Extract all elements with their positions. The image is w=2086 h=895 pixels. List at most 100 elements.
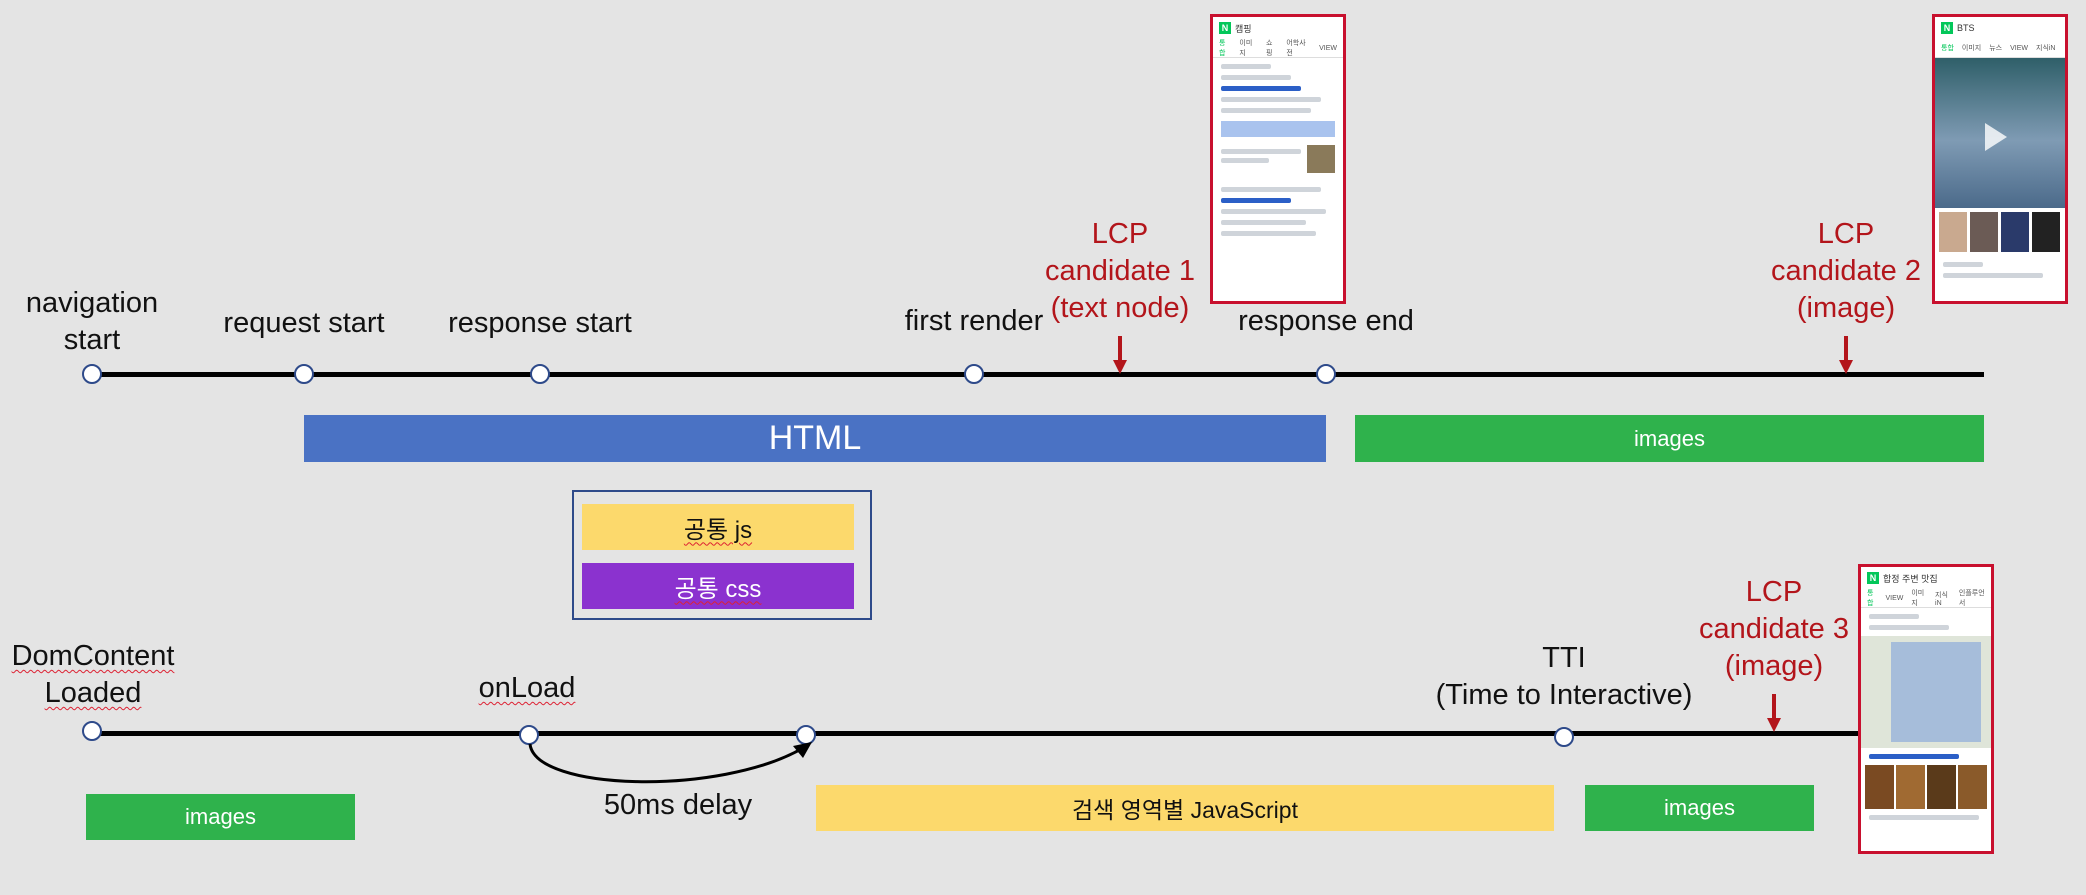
thumb-photo <box>1927 765 1956 809</box>
thumb-header: N 캠핑 <box>1213 17 1343 39</box>
thumb-text-line <box>1869 815 1979 820</box>
thumb-tab: 통합 <box>1219 40 1226 57</box>
thumb-text-line <box>1221 97 1321 102</box>
thumb-header: N 합정 주변 맛집 <box>1861 567 1991 589</box>
search-js-bar: 검색 영역별 JavaScript <box>816 785 1554 831</box>
marker-response-start <box>530 364 550 384</box>
thumb-tab: 지식iN <box>1935 591 1948 607</box>
lcp-candidate-3-screenshot: N 합정 주변 맛집 통합 VIEW 이미지 지식iN 인플루언서 <box>1858 564 1994 854</box>
thumb-text-line <box>1221 108 1311 113</box>
thumb-text-line <box>1221 64 1271 69</box>
thumb-tab: 인플루언서 <box>1958 590 1985 607</box>
delay-label: 50ms delay <box>603 789 753 821</box>
thumb-avatars <box>1935 208 2065 256</box>
thumb-tab: 지식iN <box>2036 45 2056 52</box>
marker-request-start <box>294 364 314 384</box>
label-line: LCP <box>1817 218 1875 250</box>
marker-dom-content-loaded <box>82 721 102 741</box>
common-css-text: 공통 css <box>674 575 762 603</box>
marker-onload <box>519 725 539 745</box>
label-line: onLoad <box>452 670 602 707</box>
delay-arc <box>528 742 812 784</box>
label-line: (text node) <box>1050 292 1190 324</box>
thumb-tab: VIEW <box>1885 594 1904 602</box>
common-css-bar: 공통 css <box>582 563 854 609</box>
images-bar-bottom-left: images <box>86 794 355 840</box>
thumb-photo <box>1958 765 1987 809</box>
thumb-text-line <box>1221 158 1269 163</box>
marker-tti <box>1554 727 1574 747</box>
thumb-query: 합정 주변 맛집 <box>1883 573 1938 584</box>
thumb-avatar <box>1970 212 1998 252</box>
label-navigation-start: navigation start <box>12 285 172 359</box>
thumb-text-line <box>1221 209 1326 214</box>
thumb-tab: 쇼핑 <box>1265 40 1273 57</box>
thumb-tabs: 통합 VIEW 이미지 지식iN 인플루언서 <box>1861 589 1991 608</box>
thumb-tab: 이미지 <box>1961 45 1982 52</box>
thumb-text-line <box>1943 273 2043 278</box>
lcp-candidate-2-arrow <box>1839 336 1853 374</box>
thumb-avatar <box>2032 212 2060 252</box>
label-line: (image) <box>1724 650 1824 682</box>
thumb-text-line <box>1869 614 1919 619</box>
thumb-photo <box>1896 765 1925 809</box>
thumb-image <box>1307 145 1335 173</box>
images-bar-bottom-right: images <box>1585 785 1814 831</box>
common-css-label: 공통 css <box>675 569 762 604</box>
label-line-text: onLoad <box>478 672 576 704</box>
thumb-query: BTS <box>1957 23 1975 33</box>
images-bar-bottom-right-label: images <box>1664 795 1735 820</box>
thumb-link-line <box>1221 86 1301 91</box>
thumb-tab: 통합 <box>1867 590 1874 607</box>
thumb-tab: 통합 <box>1941 45 1954 52</box>
label-line: LCP <box>1745 576 1803 608</box>
common-js-text: 공통 js <box>683 516 753 544</box>
naver-logo-icon: N <box>1941 22 1953 34</box>
html-bar: HTML <box>304 415 1326 462</box>
images-bar-top: images <box>1355 415 1984 462</box>
thumb-query: 캠핑 <box>1235 23 1252 34</box>
thumb-text-line <box>1221 231 1316 236</box>
common-resources-frame <box>572 490 872 620</box>
label-line: candidate 2 <box>1771 255 1921 287</box>
label-dom-content-loaded: DomContent Loaded <box>0 638 186 712</box>
lcp-candidate-1-arrow <box>1113 336 1127 374</box>
common-js-label: 공통 js <box>684 510 752 545</box>
label-line: first render <box>904 305 1044 337</box>
lcp-candidate-3-label: LCP candidate 3 (image) <box>1682 574 1866 685</box>
label-line: response end <box>1238 305 1414 337</box>
label-line: Loaded <box>0 675 186 712</box>
thumb-text-line <box>1943 262 1983 267</box>
marker-response-end <box>1316 364 1336 384</box>
lcp-candidate-3-arrow <box>1767 694 1781 732</box>
label-line: candidate 1 <box>1045 255 1195 287</box>
label-request-start: request start <box>204 305 404 342</box>
label-line-text: DomContent <box>11 640 175 672</box>
label-line-text: Loaded <box>44 677 142 709</box>
thumb-map-overlay <box>1891 642 1981 742</box>
marker-first-render <box>964 364 984 384</box>
label-line: DomContent <box>0 638 186 675</box>
common-js-bar: 공통 js <box>582 504 854 550</box>
label-tti: TTI (Time to Interactive) <box>1414 640 1714 714</box>
naver-logo-icon: N <box>1867 572 1879 584</box>
thumb-photo <box>1865 765 1894 809</box>
top-timeline-line <box>92 372 1984 377</box>
thumb-avatar <box>1939 212 1967 252</box>
lcp-candidate-1-label: LCP candidate 1 (text node) <box>1030 216 1210 327</box>
label-line: request start <box>223 307 385 339</box>
marker-navigation-start <box>82 364 102 384</box>
thumb-link-line <box>1221 198 1291 203</box>
label-line: (image) <box>1796 292 1896 324</box>
thumb-row <box>1221 145 1335 173</box>
lcp-candidate-2-label: LCP candidate 2 (image) <box>1756 216 1936 327</box>
thumb-photos <box>1861 765 1991 809</box>
thumb-link-line <box>1869 754 1959 759</box>
thumb-text-line <box>1221 75 1291 80</box>
label-line: TTI <box>1542 642 1586 674</box>
lcp-candidate-2-screenshot: N BTS 통합 이미지 뉴스 VIEW 지식iN <box>1932 14 2068 304</box>
label-line: candidate 3 <box>1699 613 1849 645</box>
thumb-text-line <box>1221 149 1301 154</box>
lcp-candidate-1-screenshot: N 캠핑 통합 이미지 쇼핑 어학사전 VIEW <box>1210 14 1346 304</box>
search-js-label: 검색 영역별 JavaScript <box>1072 797 1298 823</box>
